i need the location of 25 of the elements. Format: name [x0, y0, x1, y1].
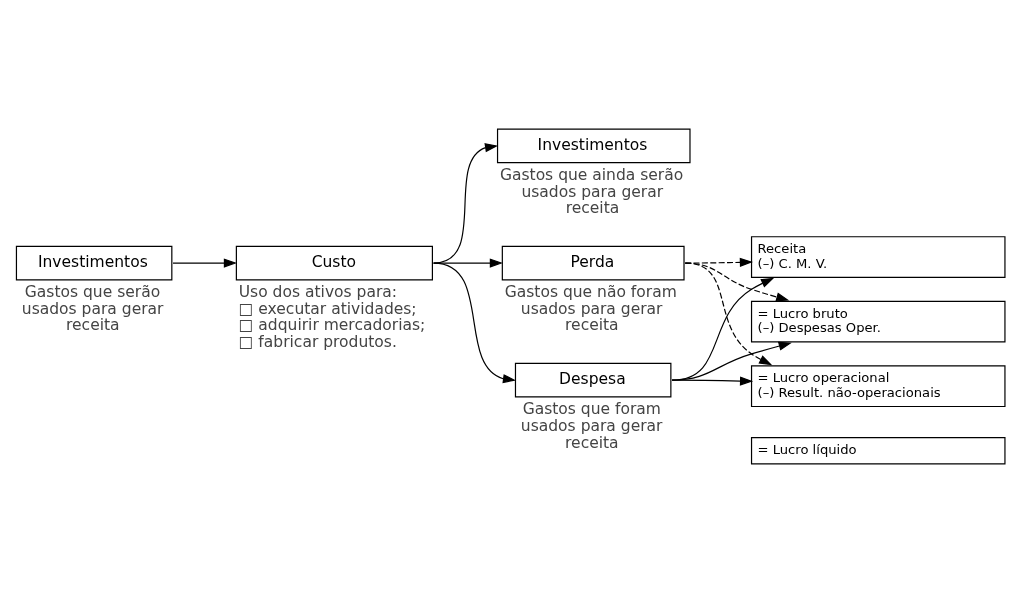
arrow: [433, 262, 517, 384]
node-box: Receita (–) C. M. V.: [750, 236, 1006, 278]
node-box: = Lucro líquido: [750, 436, 1006, 465]
node-label: Gastos que foram usados para gerar receita: [520, 400, 663, 452]
node-box: Investimentos: [15, 245, 173, 281]
arrow: [433, 258, 503, 268]
node-box: Perda: [501, 245, 685, 281]
arrow: [671, 277, 775, 381]
arrow: [172, 258, 237, 268]
node-box: Custo: [235, 245, 433, 281]
node-label: Gastos que não foram usados para gerar receita: [504, 282, 677, 335]
node-box: Investimentos: [496, 128, 691, 164]
node-label: □ fabricar produtos.: [238, 333, 397, 352]
node-label: Gastos que serão usados para gerar receita: [21, 282, 164, 335]
node-box: Despesa: [514, 362, 672, 398]
node-label: Uso dos ativos para:: [238, 282, 398, 301]
node-label: Gastos que ainda serão usados para gerar receita: [499, 165, 684, 218]
node-label: □ executar atividades;: [238, 299, 417, 318]
node-label: □ adquirir mercadorias;: [238, 316, 426, 335]
arrow: [671, 341, 792, 381]
arrow: [671, 376, 754, 386]
node-box: = Lucro operacional (–) Result. não-operacionais: [750, 365, 1006, 408]
arrow: [684, 262, 773, 366]
arrow: [433, 143, 499, 264]
node-box: = Lucro bruto (–) Despesas Oper.: [750, 300, 1006, 343]
